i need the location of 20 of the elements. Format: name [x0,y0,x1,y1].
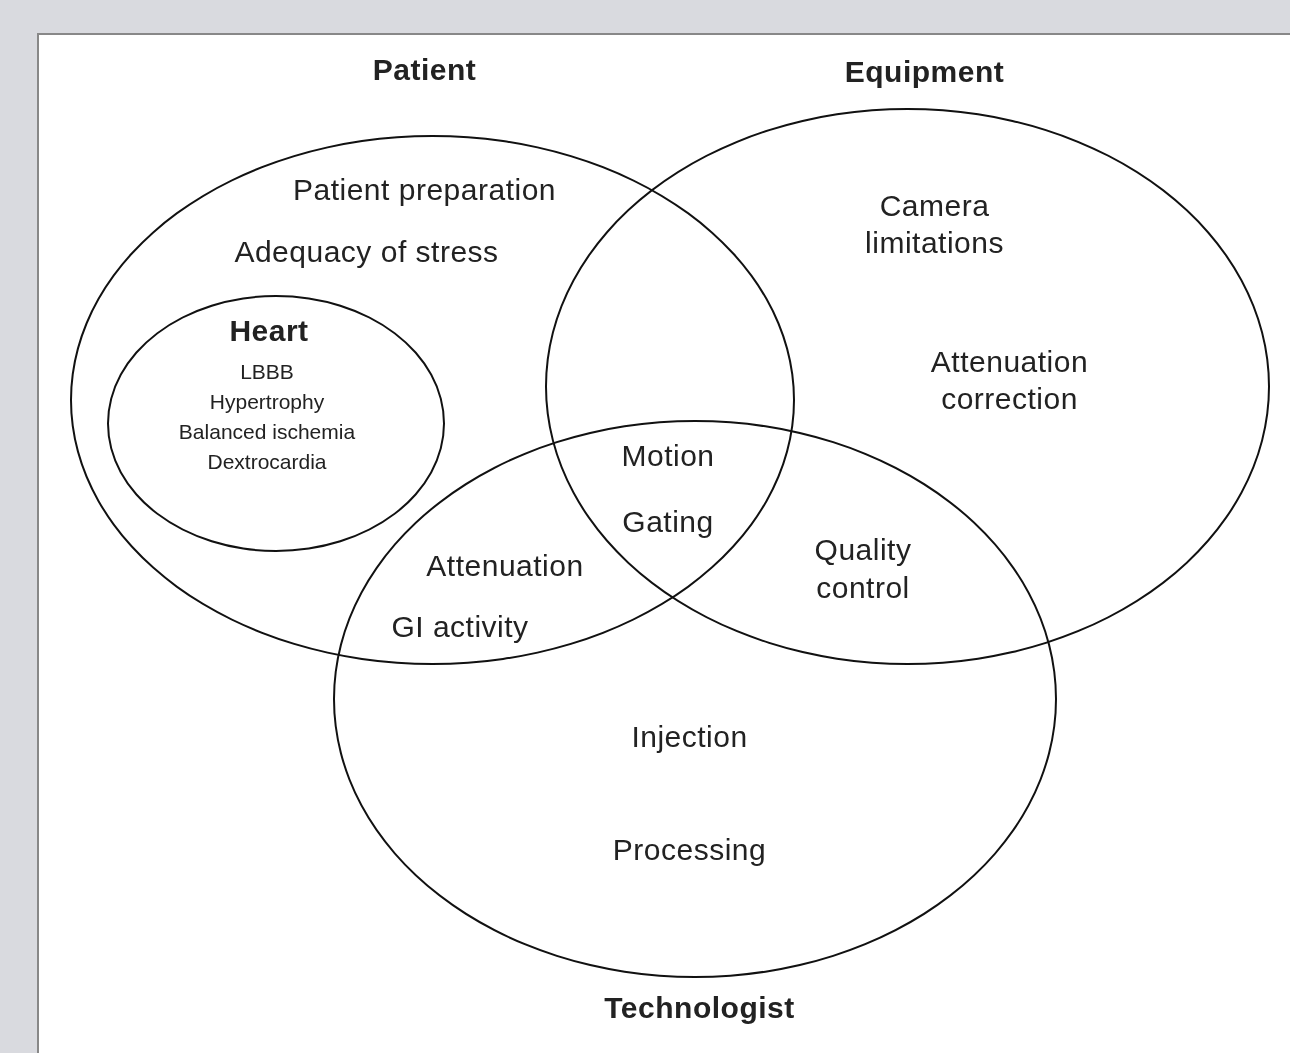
overlap-label: Quality control [813,531,913,605]
overlap-label: GI activity [391,609,529,646]
set-title: Technologist [604,989,795,1026]
heart-item: LBBB [240,358,294,385]
heart-item: Balanced ischemia [178,418,356,445]
heart-title: Heart [229,313,309,350]
heart-item: Hypertrophy [209,388,325,415]
heart-item: Dextrocardia [207,448,327,475]
overlap-label: Motion [621,438,715,475]
overlap-label: Gating [622,504,714,541]
region-label: Injection [631,718,748,755]
overlap-label: Attenuation [426,548,584,585]
inner-circle [106,294,445,552]
region-label: Processing [612,831,767,868]
region-label: Adequacy of stress [234,233,499,270]
set-title: Patient [372,51,477,88]
region-label: Patient preparation [293,171,556,208]
region-label: Attenuation correction [929,343,1090,417]
region-label: Camera limitations [864,187,1005,261]
set-title: Equipment [844,53,1005,90]
